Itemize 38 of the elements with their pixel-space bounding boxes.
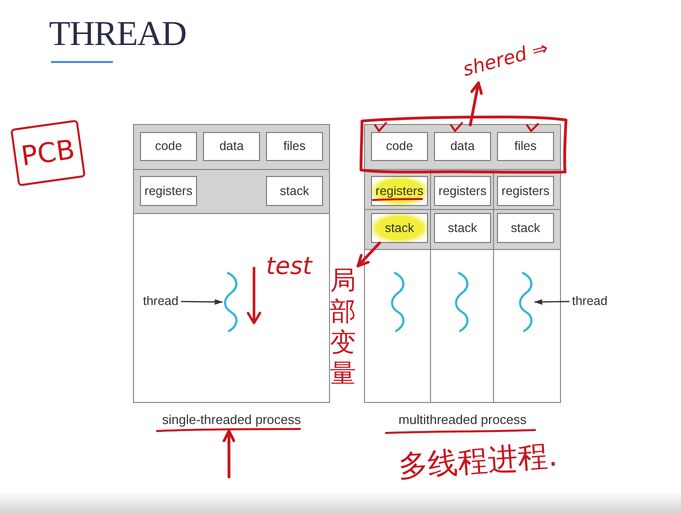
text-box: registers bbox=[434, 176, 491, 206]
text-box: stack bbox=[497, 213, 554, 243]
arrow bbox=[180, 299, 223, 305]
text-box: code bbox=[371, 132, 428, 161]
thread-column bbox=[365, 170, 431, 402]
label: thread bbox=[143, 294, 178, 309]
text-box: registers bbox=[497, 176, 554, 206]
handwritten-box: PCB bbox=[10, 120, 86, 186]
handwritten-note: shered ⇒ bbox=[460, 36, 551, 82]
text-box: stack bbox=[266, 176, 323, 206]
arrow bbox=[222, 430, 236, 478]
wave-icon bbox=[453, 272, 471, 332]
text-box: data bbox=[203, 132, 260, 161]
label: thread bbox=[572, 294, 608, 309]
process-label: single-threaded process bbox=[162, 412, 301, 428]
arrow bbox=[534, 299, 570, 305]
arrow bbox=[468, 81, 483, 126]
handwritten-note: 多线程进程. bbox=[396, 438, 559, 486]
title: THREAD bbox=[49, 14, 186, 54]
text-box: files bbox=[266, 132, 323, 161]
text-box: registers bbox=[140, 176, 197, 206]
text-box: files bbox=[497, 132, 554, 161]
text-box: stack bbox=[434, 213, 491, 243]
wave-icon bbox=[517, 272, 535, 332]
text-box: code bbox=[140, 132, 197, 161]
arrow bbox=[356, 242, 381, 268]
text-box: stack bbox=[371, 213, 428, 243]
wave-icon bbox=[222, 272, 240, 332]
text-box: data bbox=[434, 132, 491, 161]
thread-column bbox=[431, 170, 494, 402]
band bbox=[134, 125, 329, 170]
band bbox=[365, 125, 560, 170]
text-box: registers bbox=[371, 176, 428, 206]
handwritten-note: 局部变量 bbox=[328, 266, 358, 392]
band bbox=[134, 170, 329, 214]
handwritten-note: test bbox=[266, 252, 312, 280]
wave-icon bbox=[389, 272, 407, 332]
process-label: multithreaded process bbox=[398, 412, 526, 428]
